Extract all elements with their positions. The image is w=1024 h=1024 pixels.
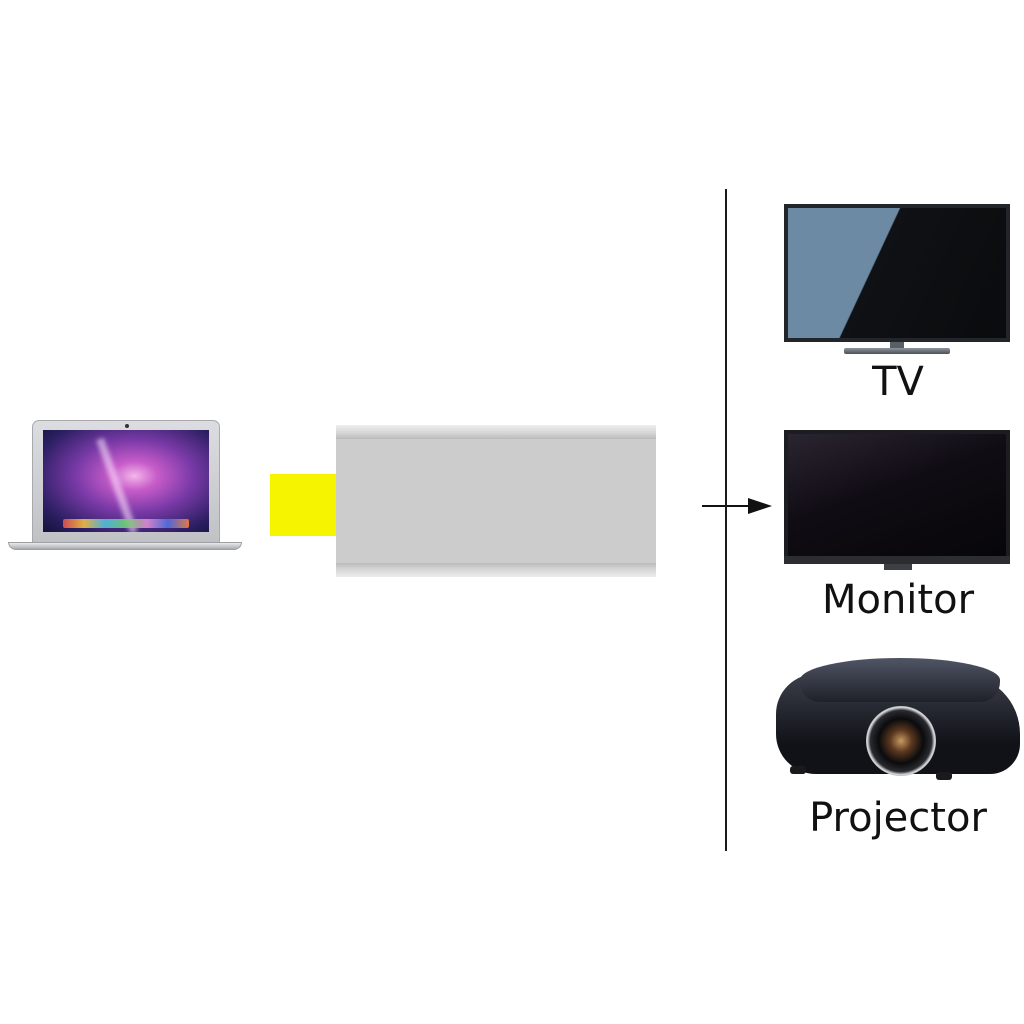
- tv-frame: [784, 204, 1010, 342]
- laptop-camera: [125, 424, 129, 428]
- projector-top: [800, 658, 1000, 702]
- monitor-screen: [784, 430, 1010, 560]
- laptop-lid: [32, 420, 220, 546]
- monitor-chin: [784, 556, 1010, 564]
- adapter-bottom-edge: [336, 563, 656, 577]
- tv-icon: [784, 204, 1012, 356]
- laptop-dock: [63, 519, 189, 528]
- projector-label: Projector: [809, 795, 987, 841]
- projector-foot: [790, 766, 806, 774]
- monitor-stand: [884, 564, 912, 570]
- tv-label: TV: [872, 359, 924, 405]
- laptop-icon: [6, 418, 244, 552]
- wallpaper-streak: [96, 437, 138, 532]
- tv-foot: [844, 348, 950, 354]
- monitor-label: Monitor: [821, 577, 975, 623]
- tv-stand: [890, 342, 904, 348]
- arrow-right-icon: [702, 498, 772, 514]
- tv-screen: [788, 208, 1006, 338]
- laptop-screen: [43, 430, 209, 532]
- vertical-divider: [725, 189, 727, 851]
- adapter-top-edge: [336, 425, 656, 439]
- monitor-icon: [784, 430, 1012, 574]
- laptop-base: [8, 542, 242, 550]
- projector-foot: [936, 772, 952, 780]
- projector-icon: [772, 654, 1022, 794]
- projector-lens: [866, 706, 936, 776]
- usb-adapter-icon: [336, 425, 656, 577]
- usb-connector: [270, 474, 336, 536]
